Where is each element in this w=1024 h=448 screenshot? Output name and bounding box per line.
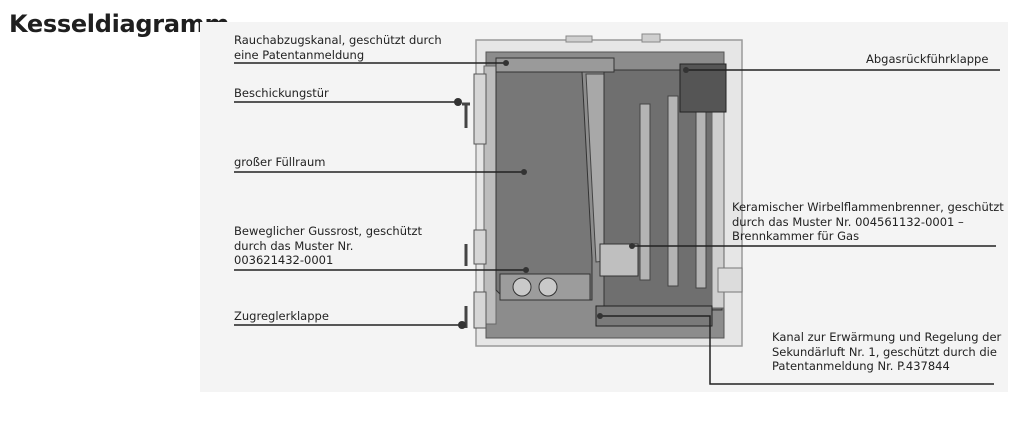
leader-kanal [600,315,994,385]
baffle-1 [639,103,651,281]
flue-channel [495,57,615,73]
top-cap-left [565,35,593,43]
ceramic-burner [599,243,639,277]
dot-rauchabzug [503,60,509,66]
grate-roller-2 [538,277,558,297]
diagram-title: Kesseldiagramm [9,10,230,38]
label-abgasrueckfuehrklappe: Abgasrückführklappe [866,52,989,66]
label-sekundaerluftkanal: Kanal zur Erwärmung und Regelung der Sek… [772,330,1002,373]
fill-chamber [495,71,593,301]
dot-beschickung [454,98,462,106]
top-cap-right [641,33,661,43]
label-zugreglerklappe: Zugreglerklappe [234,309,329,323]
leader-lines [234,62,1000,385]
label-rauchabzugskanal: Rauchabzugskanal, geschützt durch eine P… [234,33,442,62]
dot-kanal [597,313,603,319]
label-wirbelflammenbrenner: Keramischer Wirbelflammenbrenner, geschü… [732,200,1004,243]
dot-abgas [683,67,689,73]
loading-door [473,73,487,145]
leader-dots [454,60,689,329]
label-gussrost: Beweglicher Gussrost, geschützt durch da… [234,224,423,267]
dot-zugregler [458,321,466,329]
baffle-2 [667,95,679,287]
baffle-3 [695,87,707,289]
grate-door [473,229,487,265]
right-foot [717,267,743,293]
dot-fuellraum [521,169,527,175]
dot-gussrost [523,267,529,273]
label-fuellraum: großer Füllraum [234,155,326,169]
loading-door-handle [462,102,470,128]
grate-roller-1 [512,277,532,297]
draft-door [473,291,487,329]
label-beschickungstuer: Beschickungstür [234,86,329,100]
dot-brenner [629,243,635,249]
